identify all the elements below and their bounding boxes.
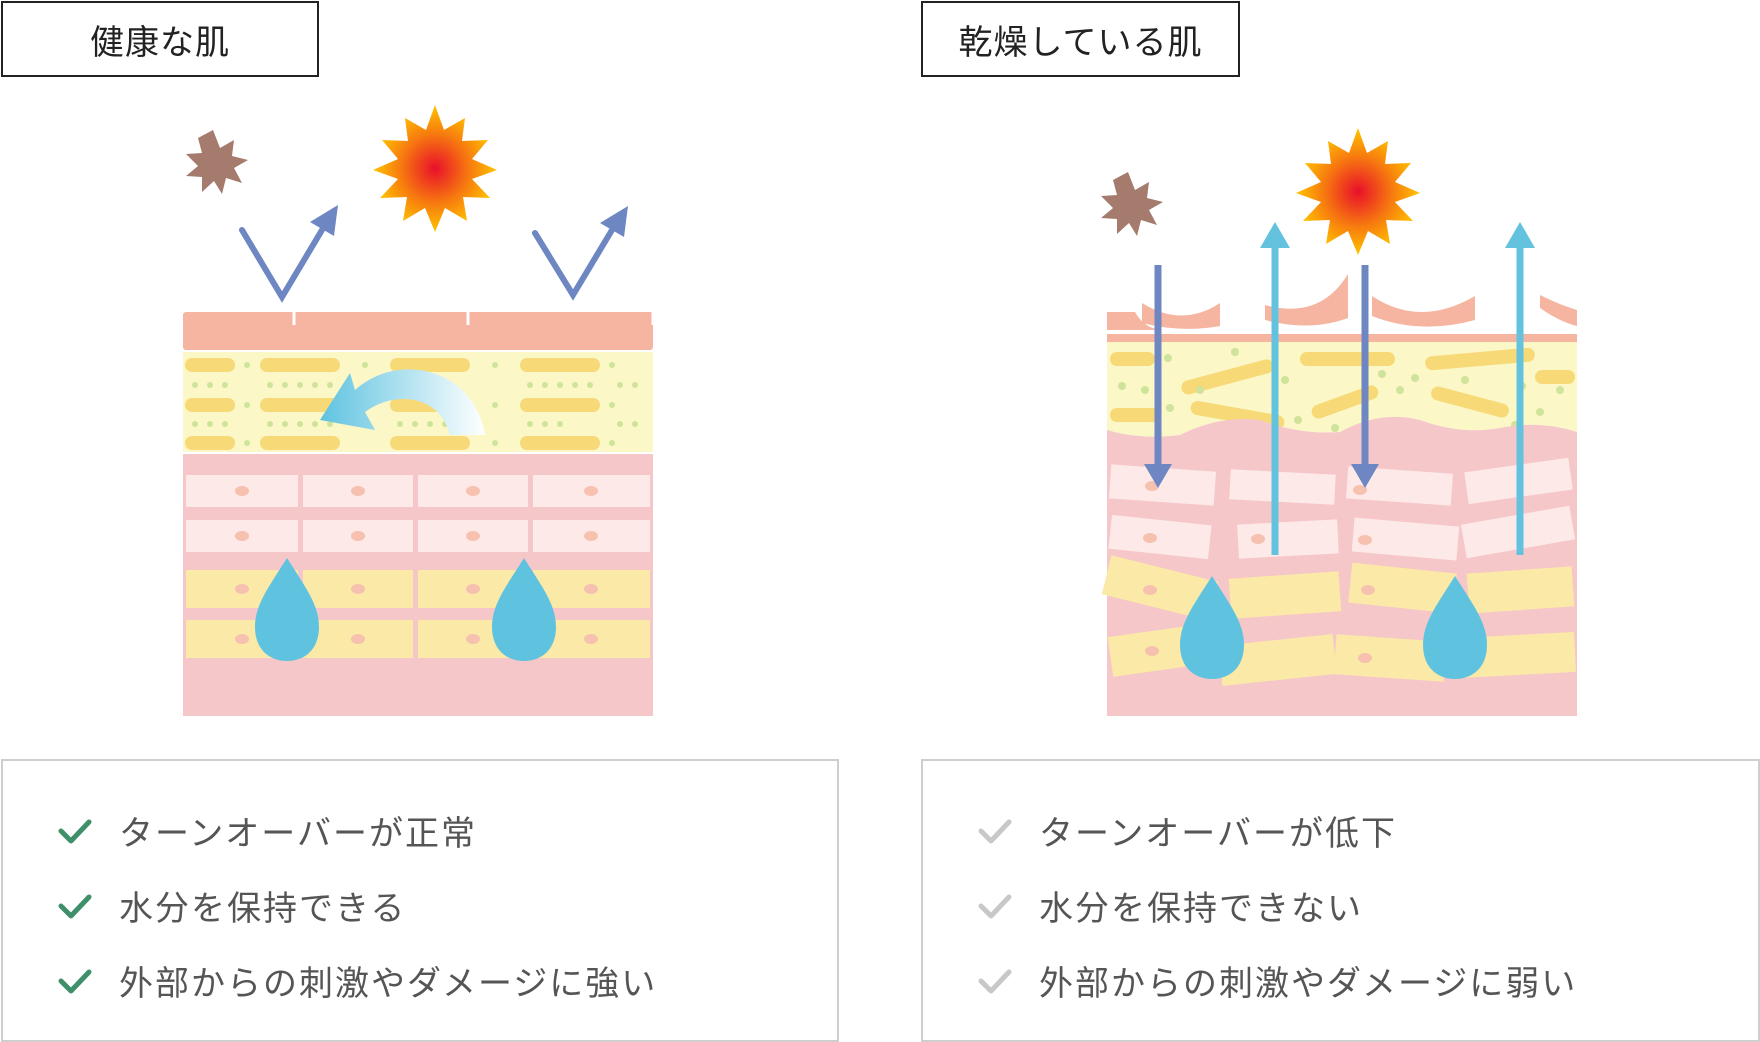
moisture-loss-arrowhead-left [1260,222,1290,248]
healthy-skin-title: 健康な肌 [1,1,319,77]
dust-icon [1101,172,1163,236]
penetration-arrowhead-uv [1351,464,1379,488]
list-item: 外部からの刺激やダメージに弱い [977,956,1577,1005]
feature-text: 水分を保持できない [1039,889,1363,929]
reflect-arrow-right [532,222,618,301]
check-icon [978,969,1012,993]
reflect-arrow-left [239,222,328,303]
list-item: ターンオーバーが正常 [57,806,477,855]
water-drop-icon [492,558,556,661]
moisture-circulation-arrow [320,369,485,435]
stratum-corneum-dry [1107,274,1577,342]
list-item: 外部からの刺激やダメージに強い [57,956,657,1005]
dry-skin-title: 乾燥している肌 [921,1,1240,77]
dermis-layer [183,454,653,716]
list-item: 水分を保持できる [57,881,406,930]
feature-text: ターンオーバーが低下 [1039,814,1397,854]
moisture-loss-arrowhead-right [1505,222,1535,248]
feature-text: 水分を保持できる [119,889,407,929]
dermis-layer-dry [1101,416,1577,716]
check-icon [978,894,1012,918]
lipid-layer [183,352,653,452]
feature-text: 外部からの刺激やダメージに強い [119,964,658,1004]
uv-sun-icon [373,105,497,232]
check-icon [58,969,92,993]
list-item: 水分を保持できない [977,881,1363,930]
dry-skin-features: ターンオーバーが低下 水分を保持できない 外部からの刺激やダメージに弱い [921,759,1760,1042]
feature-text: ターンオーバーが正常 [119,814,477,854]
dust-icon [186,130,248,194]
reflect-arrowhead-left [310,205,338,236]
check-icon [978,819,1012,843]
list-item: ターンオーバーが低下 [977,806,1397,855]
penetration-arrowhead-dust [1144,464,1172,488]
water-drop-icon [1423,576,1487,679]
dry-skin-illustration [1101,128,1577,716]
healthy-skin-illustration [183,105,655,716]
lipid-layer-dry [1107,342,1577,439]
check-icon [58,819,92,843]
uv-sun-icon [1296,128,1420,255]
feature-text: 外部からの刺激やダメージに弱い [1039,964,1578,1004]
water-drop-icon [255,558,319,661]
check-icon [58,894,92,918]
water-drop-icon [1180,576,1244,679]
stratum-corneum [183,312,655,350]
healthy-skin-features: ターンオーバーが正常 水分を保持できる 外部からの刺激やダメージに強い [1,759,839,1042]
reflect-arrowhead-right [600,206,628,237]
